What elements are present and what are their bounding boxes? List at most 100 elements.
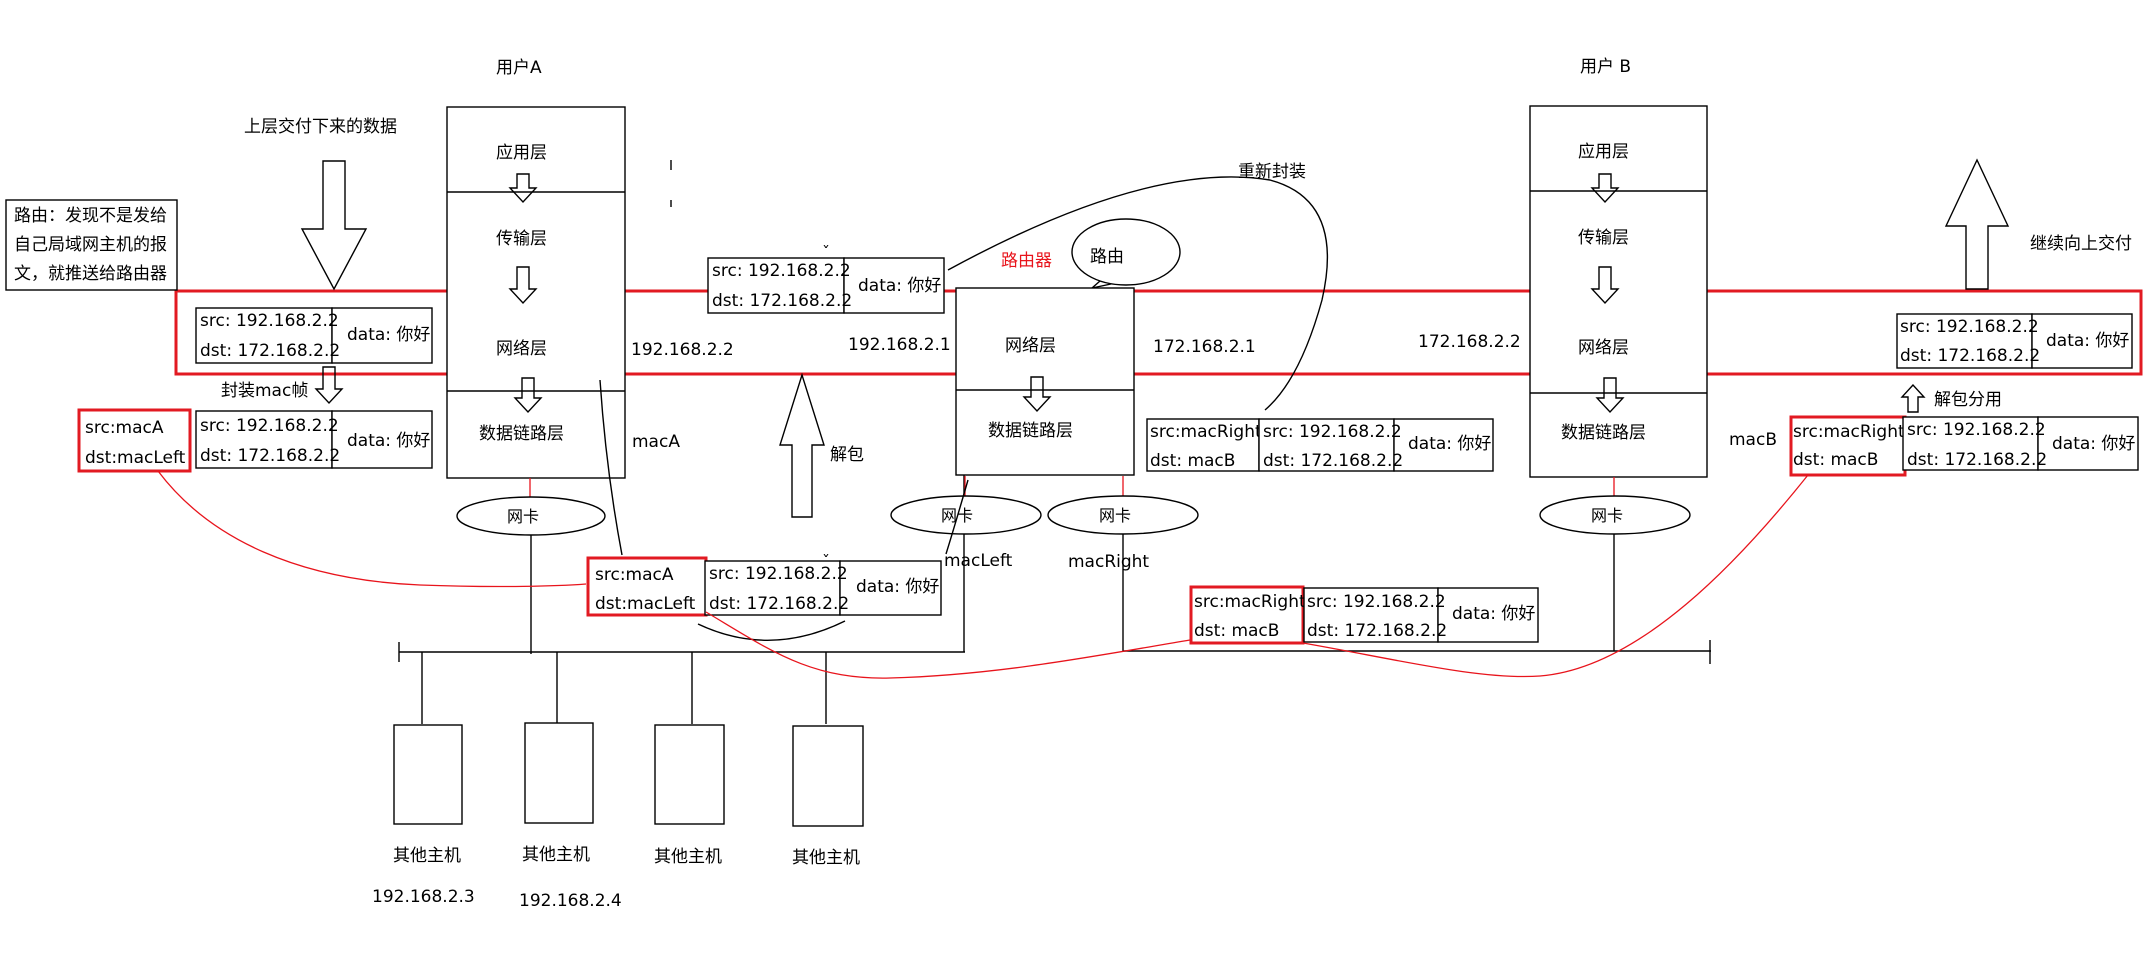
routing-note-line2: 自己局域网主机的报 (14, 235, 167, 255)
down-arrow-icon (1590, 266, 1620, 305)
svg-text:src: 192.168.2.2: src: 192.168.2.2 (200, 311, 339, 331)
down-arrow-icon (513, 377, 543, 414)
svg-text:dst: 172.168.2.2: dst: 172.168.2.2 (709, 594, 849, 614)
svg-text:data: 你好: data: 你好 (347, 325, 430, 345)
reencap-label: 重新封装 (1238, 162, 1306, 182)
routing-note-line1: 路由：发现不是发给 (14, 206, 167, 226)
user-a-nic-label: 网卡 (507, 507, 539, 526)
svg-text:dst: 172.168.2.2: dst: 172.168.2.2 (1307, 621, 1447, 641)
user-b-network-layer: 网络层 (1578, 338, 1629, 358)
svg-text:dst: macB: dst: macB (1793, 450, 1878, 470)
unpack-label: 解包 (830, 445, 864, 465)
ip-packet-router-left: src: 192.168.2.2 dst: 172.168.2.2 data: … (707, 257, 945, 314)
routing-note-line3: 文，就推送给路由器 (14, 264, 167, 284)
router-right-mac: macRight (1068, 552, 1149, 572)
svg-text:dst: 172.168.2.2: dst: 172.168.2.2 (1900, 346, 2040, 366)
user-b-mac: macB (1729, 430, 1777, 450)
flow-path-a-to-lan (157, 470, 587, 588)
other-host-1-name: 其他主机 (393, 846, 461, 866)
router-network-layer: 网络层 (1005, 336, 1056, 356)
user-a-network-layer: 网络层 (496, 339, 547, 359)
encap-mac-label: 封装mac帧 (221, 381, 308, 401)
svg-text:dst: 172.168.2.2: dst: 172.168.2.2 (1907, 450, 2047, 470)
router-left-ip: 192.168.2.1 (848, 335, 951, 355)
svg-text:data: 你好: data: 你好 (347, 431, 430, 451)
user-a-title: 用户A (496, 58, 542, 78)
other-host-1-ip: 192.168.2.3 (372, 887, 475, 907)
other-host-3-name: 其他主机 (654, 847, 722, 867)
svg-text:src: 192.168.2.2: src: 192.168.2.2 (1307, 592, 1446, 612)
user-b-nic (1539, 495, 1691, 535)
svg-text:data: 你好: data: 你好 (2046, 331, 2129, 351)
caret-mark: ˇ (822, 243, 830, 262)
svg-text:src:macA: src:macA (85, 418, 164, 438)
svg-text:src:macRight: src:macRight (1194, 592, 1306, 612)
svg-text:src: 192.168.2.2: src: 192.168.2.2 (709, 564, 848, 584)
big-up-arrow-icon (1944, 158, 2010, 290)
svg-text:src: 192.168.2.2: src: 192.168.2.2 (1263, 422, 1402, 442)
other-host-3 (654, 724, 725, 825)
router-right-ip: 172.168.2.1 (1153, 337, 1256, 357)
user-b-stack: 应用层 传输层 网络层 数据链路层 (1529, 105, 1708, 478)
flow-path-lan-to-router (705, 611, 1191, 679)
user-a-app-layer: 应用层 (496, 143, 547, 163)
user-a-datalink-layer: 数据链路层 (479, 424, 564, 444)
svg-text:data: 你好: data: 你好 (856, 577, 939, 597)
upper-data-label: 上层交付下来的数据 (244, 117, 397, 137)
svg-text:dst: 172.168.2.2: dst: 172.168.2.2 (200, 341, 340, 361)
down-arrow-icon (1590, 173, 1620, 204)
svg-text:src:macRight: src:macRight (1793, 422, 1905, 442)
svg-text:src: 192.168.2.2: src: 192.168.2.2 (712, 261, 851, 281)
svg-text:data: 你好: data: 你好 (1408, 434, 1491, 454)
user-b-nic-label: 网卡 (1591, 506, 1623, 525)
other-host-4-name: 其他主机 (792, 848, 860, 868)
user-a-ip: 192.168.2.2 (631, 340, 734, 360)
other-host-2-ip: 192.168.2.4 (519, 891, 622, 911)
router-label: 路由器 (1001, 251, 1052, 271)
ip-packet-a: src: 192.168.2.2 dst: 172.168.2.2 data: … (195, 307, 433, 364)
down-arrow-icon (1595, 377, 1625, 414)
down-arrow-icon (508, 266, 538, 305)
other-host-2 (524, 722, 594, 824)
frame-b-datalink: src:macRight dst: macB src: 192.168.2.2 … (1789, 415, 2139, 477)
svg-text:src: 192.168.2.2: src: 192.168.2.2 (1900, 317, 2039, 337)
other-hosts: 其他主机 其他主机 其他主机 其他主机 192.168.2.3 192.168.… (372, 652, 864, 911)
other-host-4 (792, 725, 864, 827)
user-a-stack: 应用层 传输层 网络层 数据链路层 (446, 106, 626, 479)
user-b-datalink-layer: 数据链路层 (1561, 423, 1646, 443)
deliver-up-label: 继续向上交付 (2030, 234, 2132, 254)
small-up-arrow-icon (1900, 383, 1926, 413)
user-b-transport-layer: 传输层 (1578, 228, 1629, 248)
svg-text:dst: macB: dst: macB (1194, 621, 1279, 641)
down-arrow-icon (314, 366, 344, 405)
unpack-distribute-label: 解包分用 (1934, 390, 2002, 410)
frame-b-lan: src:macRight dst: macB src: 192.168.2.2 … (1189, 585, 1539, 645)
svg-text:data: 你好: data: 你好 (2052, 434, 2135, 454)
router-left-nic (890, 495, 1042, 535)
svg-text:data: 你好: data: 你好 (858, 276, 941, 296)
router-datalink-layer: 数据链路层 (988, 421, 1073, 441)
other-host-2-name: 其他主机 (522, 845, 590, 865)
down-arrow-icon (508, 173, 538, 204)
user-b-ip: 172.168.2.2 (1418, 332, 1521, 352)
svg-text:dst:macLeft: dst:macLeft (595, 594, 696, 614)
router-stack: 网络层 数据链路层 (955, 287, 1135, 476)
ip-packet-b: src: 192.168.2.2 dst: 172.168.2.2 data: … (1896, 313, 2133, 369)
user-a-mac: macA (632, 432, 680, 452)
big-down-arrow-icon (300, 160, 368, 291)
routing-note-box (5, 199, 178, 291)
other-host-1 (393, 724, 463, 825)
flow-path-router-to-b (1302, 474, 1809, 678)
frame-b-router: src:macRight dst: macB src: 192.168.2.2 … (1146, 418, 1494, 472)
svg-text:dst: 172.168.2.2: dst: 172.168.2.2 (1263, 451, 1403, 471)
user-a-transport-layer: 传输层 (496, 229, 547, 249)
svg-text:dst: 172.168.2.2: dst: 172.168.2.2 (200, 446, 340, 466)
big-up-arrow-icon (779, 372, 825, 518)
frame-a-datalink: src:macA dst:macLeft src: 192.168.2.2 ds… (77, 408, 433, 473)
svg-text:data: 你好: data: 你好 (1452, 604, 1535, 624)
svg-text:src: 192.168.2.2: src: 192.168.2.2 (200, 416, 339, 436)
frame-a-lan: src:macA dst:macLeft src: 192.168.2.2 ds… (586, 556, 942, 617)
svg-text:src:macRight: src:macRight (1150, 422, 1262, 442)
user-b-title: 用户 B (1580, 57, 1631, 77)
